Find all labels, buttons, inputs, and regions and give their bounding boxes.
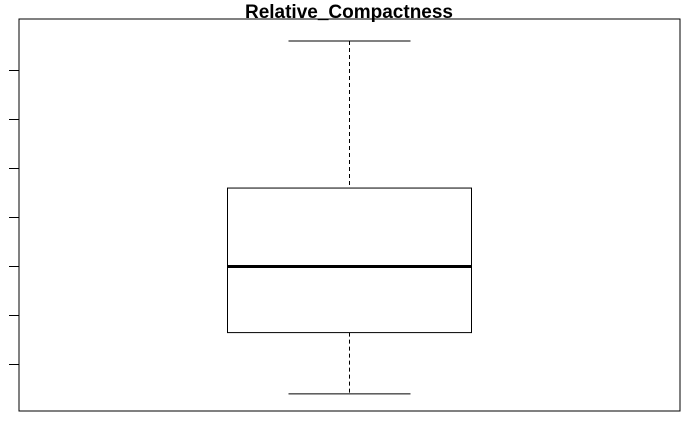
plot-frame (18, 18, 681, 412)
interquartile-box (227, 187, 472, 334)
y-axis-ticks (9, 70, 19, 365)
chart-title: Relative_Compactness (245, 2, 453, 23)
boxplot (227, 40, 472, 395)
